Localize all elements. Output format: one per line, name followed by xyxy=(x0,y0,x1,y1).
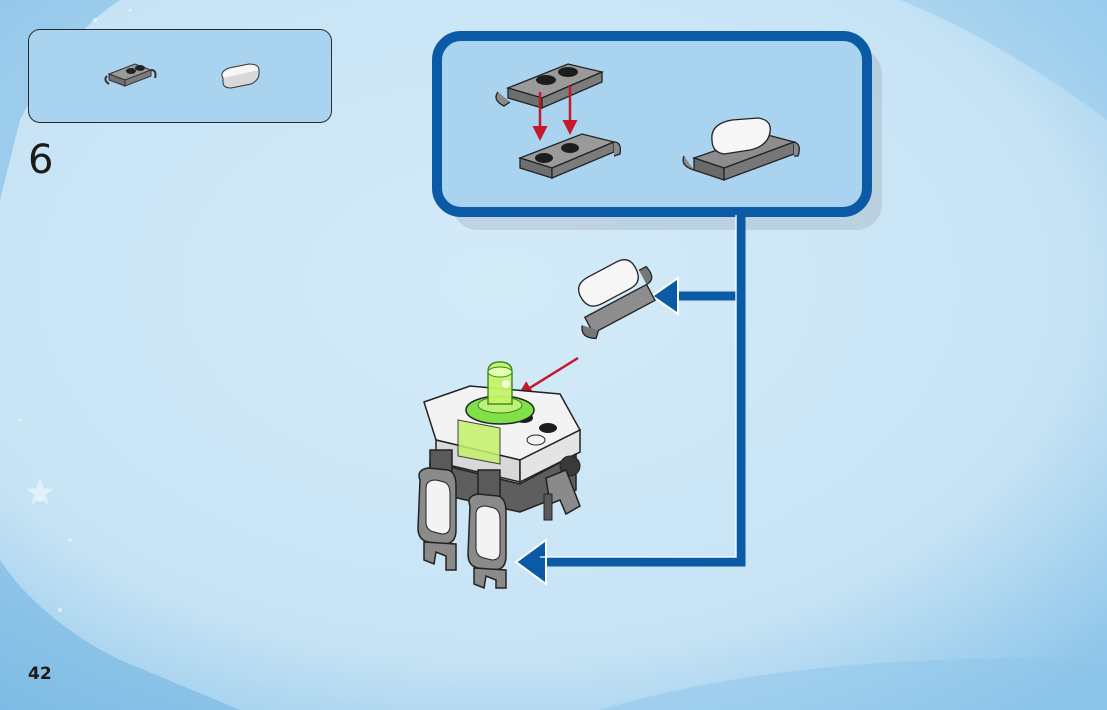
attached-subassembly xyxy=(561,250,666,342)
blue-arrowhead-lower xyxy=(516,540,546,584)
subassembly-callout xyxy=(437,36,882,230)
red-arrow-attach xyxy=(520,358,578,394)
blue-arrowhead-upper xyxy=(652,278,678,314)
main-model xyxy=(418,362,580,588)
